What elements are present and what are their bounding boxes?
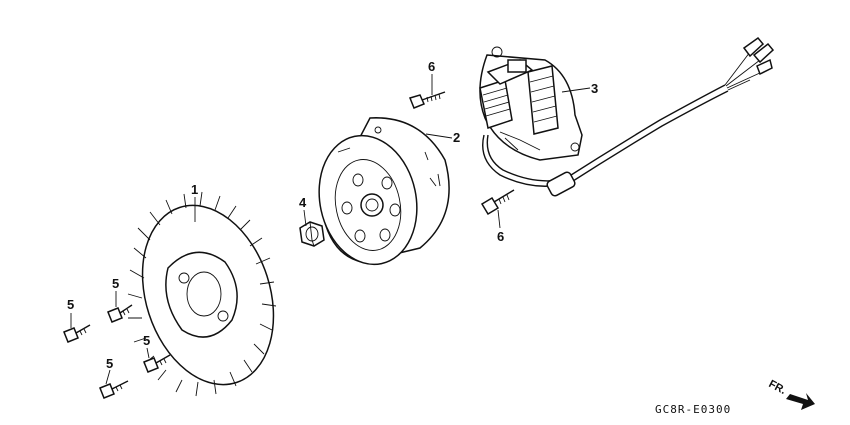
callout-screw-top: 6	[428, 59, 435, 74]
leader-lines	[70, 74, 591, 385]
front-direction-arrow-icon	[786, 393, 815, 410]
callout-bolt-a: 5	[67, 297, 74, 312]
bolt-d[interactable]	[99, 380, 129, 399]
bolt-a[interactable]	[63, 324, 91, 343]
bolt-b[interactable]	[107, 304, 133, 323]
callout-stator: 3	[591, 81, 598, 96]
callout-rotor: 2	[453, 130, 460, 145]
flange-nut[interactable]	[299, 221, 325, 247]
flywheel-fan[interactable]	[121, 188, 296, 401]
callout-flywheel: 1	[191, 182, 198, 197]
callout-bolt-c: 5	[143, 333, 150, 348]
diagram-code: GC8R-E0300	[655, 403, 731, 416]
stator-assembly[interactable]	[479, 36, 775, 197]
screw-bottom[interactable]	[480, 189, 515, 216]
front-direction-label: FR.	[767, 378, 788, 397]
bolt-c[interactable]	[143, 354, 171, 373]
callout-screw-bottom: 6	[497, 229, 504, 244]
screw-top[interactable]	[408, 91, 446, 109]
rotor[interactable]	[308, 117, 450, 274]
callout-nut: 4	[299, 195, 307, 210]
callout-bolt-b: 5	[112, 276, 119, 291]
callout-bolt-d: 5	[106, 356, 113, 371]
